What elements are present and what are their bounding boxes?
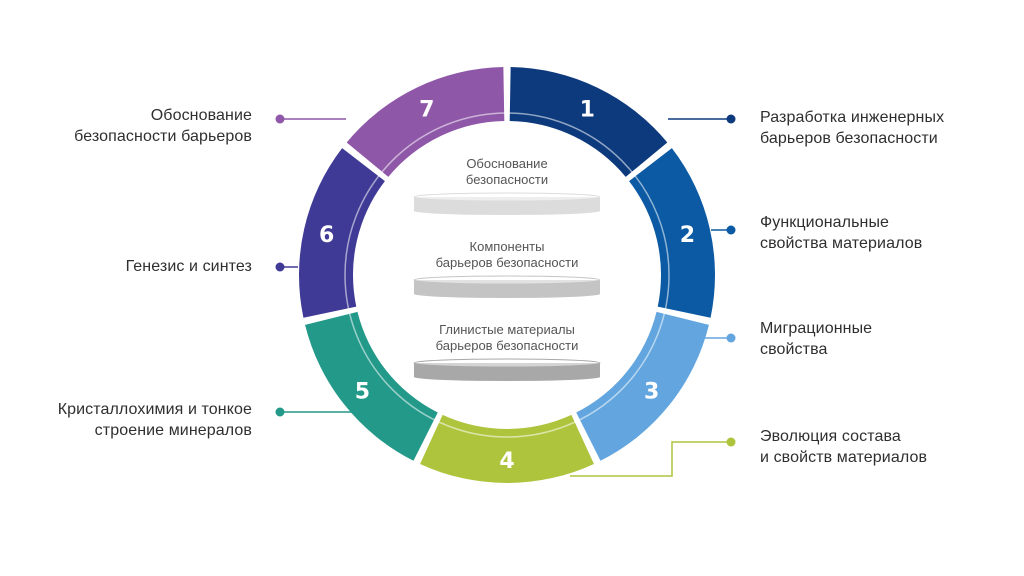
connector-dot-5 [275, 407, 285, 417]
ring-segment-number-2: 2 [680, 223, 695, 248]
inner-layer-title-1-line-2: безопасности [465, 172, 549, 187]
ring-segment-number-3: 3 [644, 379, 659, 404]
label-segment-7-line-2: безопасности барьеров [74, 128, 252, 145]
inner-layer-title-1-line-1: Обоснование [466, 156, 548, 171]
inner-layer-disc-1 [413, 192, 601, 215]
inner-layer-title-1: Обоснование безопасности [397, 156, 617, 188]
label-segment-4-line-1: Эволюция состава [760, 428, 901, 445]
ring-segment-number-1: 1 [580, 97, 595, 122]
ring-segment-number-4: 4 [499, 449, 514, 474]
label-segment-5-line-1: Кристаллохимия и тонкое [57, 401, 252, 418]
label-segment-2-line-1: Функциональные [760, 214, 890, 231]
label-segment-7-line-1: Обоснование [150, 107, 252, 124]
connector-dot-4 [726, 437, 736, 447]
ring-segment-1 [509, 67, 668, 177]
label-segment-5-line-2: строение минералов [94, 422, 252, 439]
ring-segment-7 [346, 67, 505, 177]
label-segment-3-line-1: Миграционные [760, 320, 873, 337]
inner-layer-disc-2 [413, 275, 601, 298]
ring-segment-4 [420, 414, 594, 484]
ring-segment-5 [305, 311, 438, 461]
connector-dot-1 [726, 114, 736, 124]
label-segment-4-line-2: и свойств материалов [760, 449, 928, 466]
label-segment-6-line-1: Генезис и синтез [125, 258, 252, 275]
label-segment-3-line-2: свойства [760, 341, 828, 358]
inner-layer-title-2-line-2: барьеров безопасности [435, 255, 579, 270]
inner-layer-title-2-line-1: Компоненты [469, 239, 545, 254]
connector-dot-7 [275, 114, 285, 124]
connector-line-4 [570, 441, 731, 477]
ring-inner-line [344, 112, 670, 438]
inner-layer-title-3: Глинистые материалы барьеров безопасност… [397, 322, 617, 354]
ring-segment-3 [576, 311, 709, 461]
label-segment-6: Генезис и синтез [126, 256, 252, 277]
ring-segment-6 [298, 148, 385, 318]
label-segment-4: Эволюция состава и свойств материалов [760, 426, 927, 468]
label-segment-5: Кристаллохимия и тонкое строение минерал… [58, 399, 252, 441]
label-segment-3: Миграционные свойства [760, 318, 872, 360]
inner-layer-title-3-line-1: Глинистые материалы [439, 322, 575, 337]
ring-segment-number-6: 6 [319, 223, 334, 248]
label-segment-1-line-2: барьеров безопасности [760, 130, 938, 147]
ring-segment-number-7: 7 [419, 97, 434, 122]
label-segment-7: Обоснование безопасности барьеров [74, 105, 252, 147]
label-segment-2-line-2: свойства материалов [760, 235, 923, 252]
label-segment-2: Функциональные свойства материалов [760, 212, 922, 254]
ring-segment-2 [629, 148, 715, 318]
inner-layer-title-2: Компоненты барьеров безопасности [397, 239, 617, 271]
label-segment-1: Разработка инженерных барьеров безопасно… [760, 107, 944, 149]
inner-layer-title-3-line-2: барьеров безопасности [435, 338, 579, 353]
connector-dot-3 [726, 333, 736, 343]
label-segment-1-line-1: Разработка инженерных [760, 109, 945, 126]
connector-dot-6 [275, 262, 285, 272]
connector-dot-2 [726, 225, 736, 235]
ring-segment-number-5: 5 [355, 379, 370, 404]
inner-layer-disc-3 [413, 358, 601, 381]
